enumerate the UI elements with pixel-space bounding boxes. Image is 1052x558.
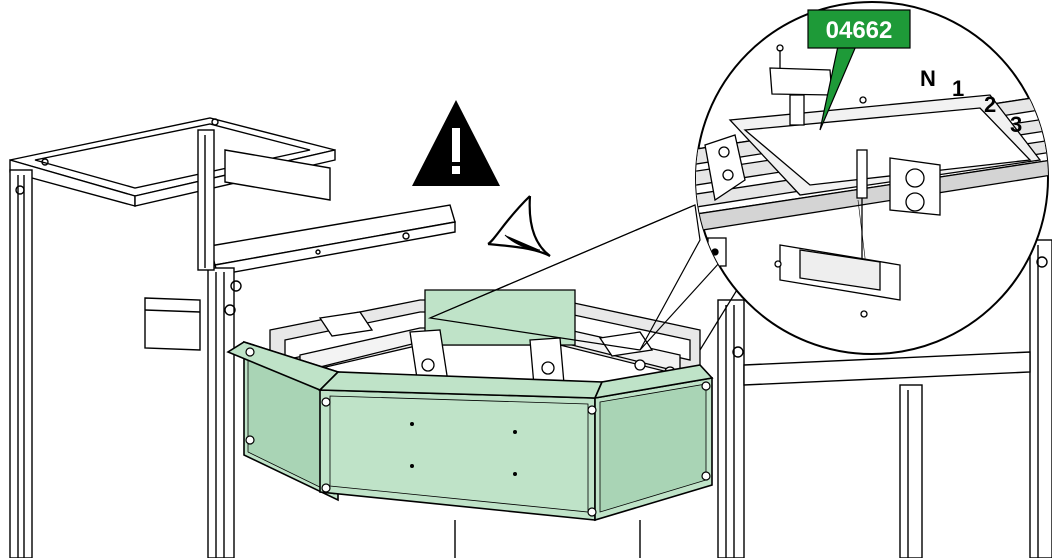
phase-label-2: 2 xyxy=(984,92,996,117)
callout-lines xyxy=(427,204,741,351)
eye-icon xyxy=(487,195,551,257)
left-cabinet-frame xyxy=(9,117,456,558)
right-cabinet-frame xyxy=(454,239,1052,558)
green-cover-panels xyxy=(226,340,714,522)
phase-label-3: 3 xyxy=(1010,112,1022,137)
warning-triangle-icon xyxy=(412,100,500,186)
part-code-callout: 04662 xyxy=(807,9,911,131)
part-code-label: 04662 xyxy=(826,17,893,44)
zoom-detail-circle xyxy=(695,1,1049,355)
phase-label-1: 1 xyxy=(952,76,964,101)
phase-label-n: N xyxy=(920,66,936,91)
phase-labels: N 1 2 3 xyxy=(920,66,1022,137)
busbar-assembly xyxy=(269,289,701,399)
